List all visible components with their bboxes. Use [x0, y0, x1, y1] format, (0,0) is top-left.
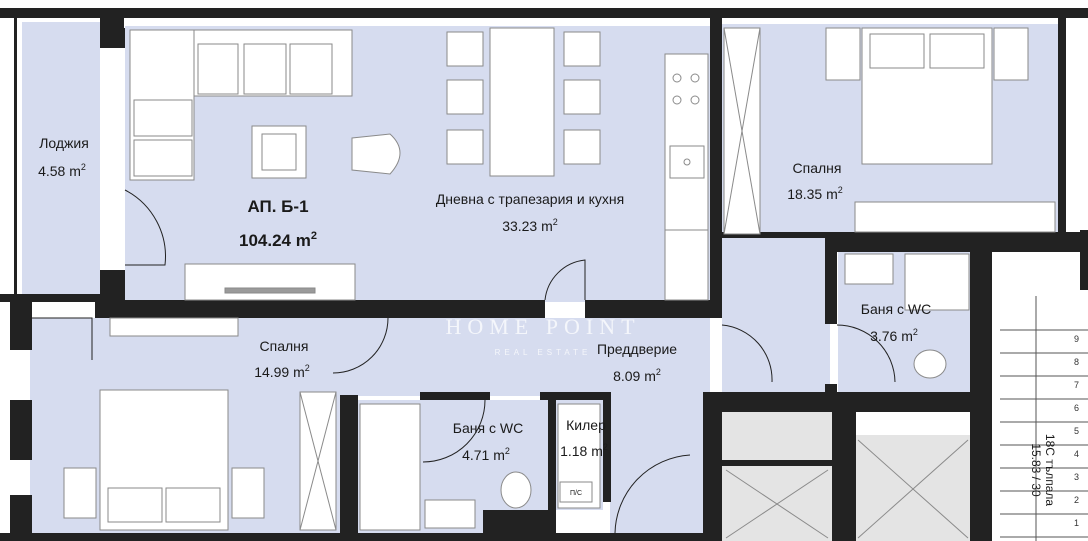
shaft-label: П/С [570, 490, 582, 497]
bedroom-left-area: 14.99 m2 [254, 363, 310, 380]
door-bedroom-left-icon [332, 317, 389, 374]
stair-step-number: 5 [1074, 426, 1079, 436]
bath-left-name: Баня с WC [453, 420, 523, 436]
hall-floor [340, 318, 710, 396]
stair-step-number: 6 [1074, 403, 1079, 413]
door-bath-left-icon [422, 399, 486, 463]
bath-right-area: 3.76 m2 [870, 327, 918, 344]
stairs-label: 18С тълпала [1043, 434, 1057, 507]
loggia-name: Лоджия [39, 135, 89, 151]
stair-step-number: 8 [1074, 357, 1079, 367]
room-labels: Лоджия 4.58 m2 АП. Б-1 104.24 m2 Дневна … [38, 135, 1079, 528]
stairs-ratio: 15.83 / 30 [1029, 443, 1043, 497]
sofa-icon [129, 29, 353, 181]
bath-left-area: 4.71 m2 [462, 446, 510, 463]
shaft-icon [559, 481, 593, 503]
armchair-icon [351, 133, 401, 175]
dining-table-icon [489, 27, 555, 177]
bedroom-right-area: 18.35 m2 [787, 185, 843, 202]
staircase [990, 296, 1088, 541]
door-loggia-icon [124, 189, 166, 266]
hall-right-floor [722, 234, 830, 392]
door-entrance-icon [614, 454, 691, 534]
loggia-floor [22, 22, 100, 294]
bed-right-icon [825, 27, 1056, 233]
bathtub-left-icon [359, 403, 421, 531]
bedroom-left-name: Спалня [260, 338, 309, 354]
furniture [63, 27, 1056, 539]
kitchen-counter-icon [664, 53, 709, 301]
toilet-right-icon [913, 349, 947, 379]
apartment-name: АП. Б-1 [247, 197, 308, 216]
watermark: HOME POINT REAL ESTATE [445, 314, 640, 357]
loggia-area: 4.58 m2 [38, 162, 86, 179]
stair-step-number: 4 [1074, 449, 1079, 459]
bedroom-right-name: Спалня [793, 160, 842, 176]
watermark-brand: HOME POINT [445, 314, 640, 339]
door-bath-right-icon [836, 324, 896, 383]
stair-step-number: 1 [1074, 518, 1079, 528]
apartment-area: 104.24 m2 [239, 230, 317, 250]
stair-step-number: 2 [1074, 495, 1079, 505]
storage-name: Килер [566, 417, 606, 433]
stair-step-number: 3 [1074, 472, 1079, 482]
storage-area: 1.18 m2 [560, 442, 608, 459]
door-living-icon [544, 259, 586, 301]
living-name: Дневна с трапезария и кухня [436, 191, 624, 207]
stair-step-number: 7 [1074, 380, 1079, 390]
toilet-left-icon [500, 471, 532, 509]
tv-unit-icon [184, 263, 356, 301]
walls [0, 8, 1088, 541]
hall-area: 8.09 m2 [613, 367, 661, 384]
sink-right-icon [844, 253, 894, 285]
hall-name: Преддверие [597, 341, 677, 357]
bath-right-name: Баня с WC [861, 301, 931, 317]
living-area: 33.23 m2 [502, 217, 558, 234]
corridor-floor [722, 412, 832, 462]
hall-lower-floor [610, 396, 710, 533]
door-bedroom-right-icon [721, 324, 773, 383]
tv-left-icon [109, 317, 239, 337]
stair-step-number: 9 [1074, 334, 1079, 344]
sink-left-icon [424, 499, 476, 529]
bed-left-icon [63, 389, 265, 531]
door-left-bedroom-ext-icon [32, 317, 93, 360]
doors [32, 189, 896, 534]
shower-right-icon [904, 253, 970, 311]
watermark-sub: REAL ESTATE [495, 348, 592, 357]
